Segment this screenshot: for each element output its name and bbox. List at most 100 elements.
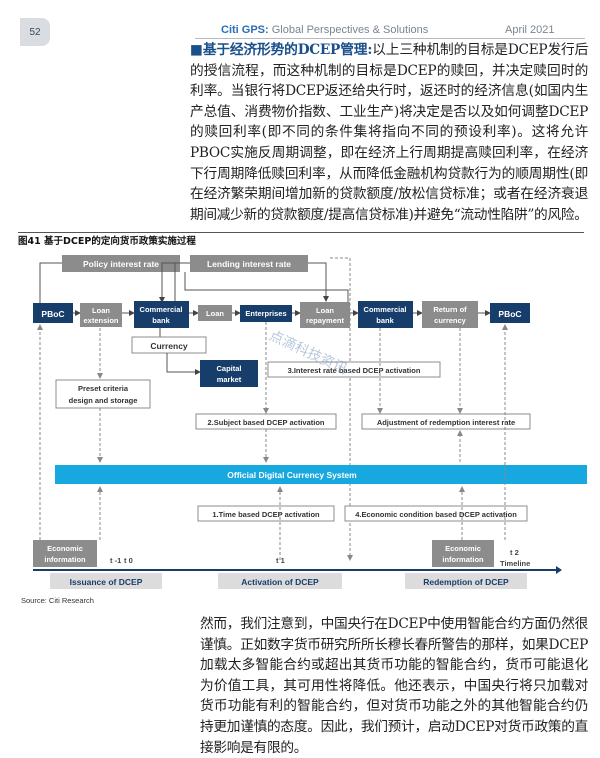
timeline-t-minus1: t -1: [110, 556, 121, 565]
preset-criteria-label: design and storage: [69, 396, 138, 405]
connector: [159, 262, 180, 303]
economic-info-left-label: information: [44, 555, 86, 564]
text-line: 周期性(即在经济繁荣期间增加新的贷款额度/放松信贷标准；或者: [190, 165, 588, 203]
dashed-connector: [330, 257, 353, 561]
loan-repayment-label: Loan: [316, 306, 334, 315]
lending-interest-rate-box: [190, 255, 308, 272]
connector: [308, 262, 329, 302]
text-line: 在经济衰退期间减少新的贷款额度/提高信贷标准)并避免“流动性: [190, 186, 588, 223]
text-line: 货币可能退化为价值工具，其可用性将降低。他还表示，中: [200, 657, 589, 694]
loan-extension-box: [80, 303, 122, 327]
economic-activation-box: [344, 505, 528, 522]
enterprises-label: Enterprises: [245, 309, 286, 318]
header-subtitle: Global Perspectives & Solutions: [271, 24, 429, 36]
text-line: 以上三种机制的目标是DCEP发行后: [372, 42, 588, 58]
official-system-label: Official Digital Currency System: [227, 470, 357, 480]
figure-source: Source: Citi Research: [21, 596, 94, 605]
connector: [174, 262, 190, 302]
paragraph-smart-contract: 然而，我们注意到，中国央行在DCEP中使用智能合约方面仍然很谨慎。正如数字货币研…: [200, 614, 588, 758]
header-brand: Citi GPS:: [221, 24, 269, 36]
text-line: 之外的其他智能合约仍持更加谨慎的态度。因此，我们预计，: [200, 698, 588, 735]
interest-rate-activation-box: [267, 361, 441, 378]
lending-interest-rate-label: Lending interest rate: [207, 259, 291, 269]
time-activation-box: [197, 505, 335, 522]
economic-info-right-label: information: [442, 555, 484, 564]
text-line: DCEP的赎回利率(即不同的条件集将指向不同的预设利率)。这将: [190, 103, 588, 141]
redemption-phase-box: [405, 573, 527, 589]
economic-activation-label: 4.Economic condition based DCEP activati…: [355, 510, 517, 519]
activation-phase-label: Activation of DCEP: [241, 577, 319, 587]
timeline-arrowhead: [556, 566, 562, 574]
currency-box: [131, 336, 207, 354]
issuance-phase-box: [50, 573, 162, 589]
text-line: 的利率。当银行将DCEP返还给央行时，返还时的经济信息(如国: [190, 62, 588, 100]
activation-phase-box: [218, 573, 342, 589]
subject-activation-label: 2.Subject based DCEP activation: [208, 418, 325, 427]
enterprises-box: [240, 305, 292, 322]
connector: [39, 262, 62, 303]
connector: [166, 353, 201, 375]
text-line: 允许PBOC实施反周期调整，即在经济上行周期提高赎回利率，: [190, 124, 588, 161]
text-line: 国央行将只加载对货币功能有利的智能合约，但对货币功能: [200, 677, 588, 715]
adjustment-redemption-box: [361, 413, 531, 430]
capital-market-label: market: [217, 375, 242, 384]
text-line: 内生产总值、消费物价指数、工业生产)将决定是否以及如何调整: [190, 83, 588, 120]
page-number: 52: [20, 18, 50, 46]
commercial-bank-label: Commercial: [140, 305, 183, 314]
loan-extension-label: extension: [83, 316, 118, 325]
official-digital-currency-system-bar: [55, 465, 587, 484]
timeline-t1: t 1: [276, 556, 285, 565]
return-of-currency-box: [422, 301, 478, 328]
paragraph-dcep-management: ■基于经济形势的DCEP管理:以上三种机制的目标是DCEP发行后的授信流程，而这…: [190, 40, 588, 225]
commercial-bank-2-label: Commercial: [364, 305, 407, 314]
return-of-currency-label: Return of: [433, 305, 467, 314]
capital-market-box: [200, 360, 258, 387]
policy-interest-rate-label: Policy interest rate: [83, 259, 159, 269]
policy-interest-rate-box: [62, 255, 180, 272]
economic-info-right-box: [432, 540, 494, 567]
loan-repayment-label: repayment: [306, 316, 344, 325]
economic-info-right-label: Economic: [445, 544, 481, 553]
text-line: 的授信流程，而这种机制的目标是DCEP的赎回，并决定赎回时: [190, 62, 575, 79]
timeline-label: Timeline: [500, 559, 530, 568]
issuance-phase-label: Issuance of DCEP: [70, 577, 143, 587]
capital-market-label: Capital: [216, 364, 241, 373]
connector: [184, 272, 349, 302]
loan-box: [198, 305, 232, 321]
time-activation-label: 1.Time based DCEP activation: [212, 510, 320, 519]
text-line: 在经济下行周期降低赎回利率，从而降低金融机构贷款行为的顺: [190, 144, 588, 182]
header-rule: [195, 38, 585, 39]
commercial-bank-2-label: bank: [376, 316, 394, 325]
pboc-right-box: [490, 303, 530, 323]
economic-info-left-label: Economic: [47, 544, 83, 553]
paragraph-lead: 基于经济形势的DCEP管理:: [202, 42, 373, 58]
text-line: 仍然很谨慎。正如数字货币研究所所长穆长春所警告的那样，: [200, 616, 588, 653]
preset-criteria-box: [55, 379, 151, 409]
loan-extension-label: Loan: [92, 306, 110, 315]
figure-top-rule: [18, 232, 584, 233]
currency-label: Currency: [150, 341, 188, 351]
timeline-t0: t 0: [124, 556, 133, 565]
pboc-right-label: PBoC: [498, 309, 521, 319]
text-line: 陷阱”的风险。: [500, 206, 588, 223]
commercial-bank-box: [134, 301, 189, 328]
header-title: Citi GPS: Global Perspectives & Solution…: [221, 24, 428, 36]
bullet-square-icon: ■: [190, 42, 203, 58]
loan-label: Loan: [206, 309, 224, 318]
adjustment-redemption-label: Adjustment of redemption interest rate: [377, 418, 515, 427]
preset-criteria-label: Preset criteria: [78, 384, 129, 393]
commercial-bank-label: bank: [152, 316, 170, 325]
text-line: 如果DCEP加载太多智能合约或超出其货币功能的智能合约，: [200, 636, 588, 674]
loan-repayment-box: [300, 302, 350, 328]
commercial-bank-2-box: [358, 301, 413, 328]
header-date: April 2021: [505, 24, 555, 36]
return-of-currency-label: currency: [434, 316, 467, 325]
figure-caption: 图41 基于DCEP的定向货币政策实施过程: [18, 236, 196, 247]
text-line: 然而，我们注意到，中国央行在DCEP中使用智能合约方面: [200, 616, 548, 632]
redemption-phase-label: Redemption of DCEP: [423, 577, 509, 587]
interest-rate-activation-label: 3.Interest rate based DCEP activation: [288, 366, 421, 375]
economic-info-left-box: [33, 540, 97, 567]
pboc-left-label: PBoC: [41, 309, 64, 319]
pboc-left-box: [33, 303, 73, 323]
